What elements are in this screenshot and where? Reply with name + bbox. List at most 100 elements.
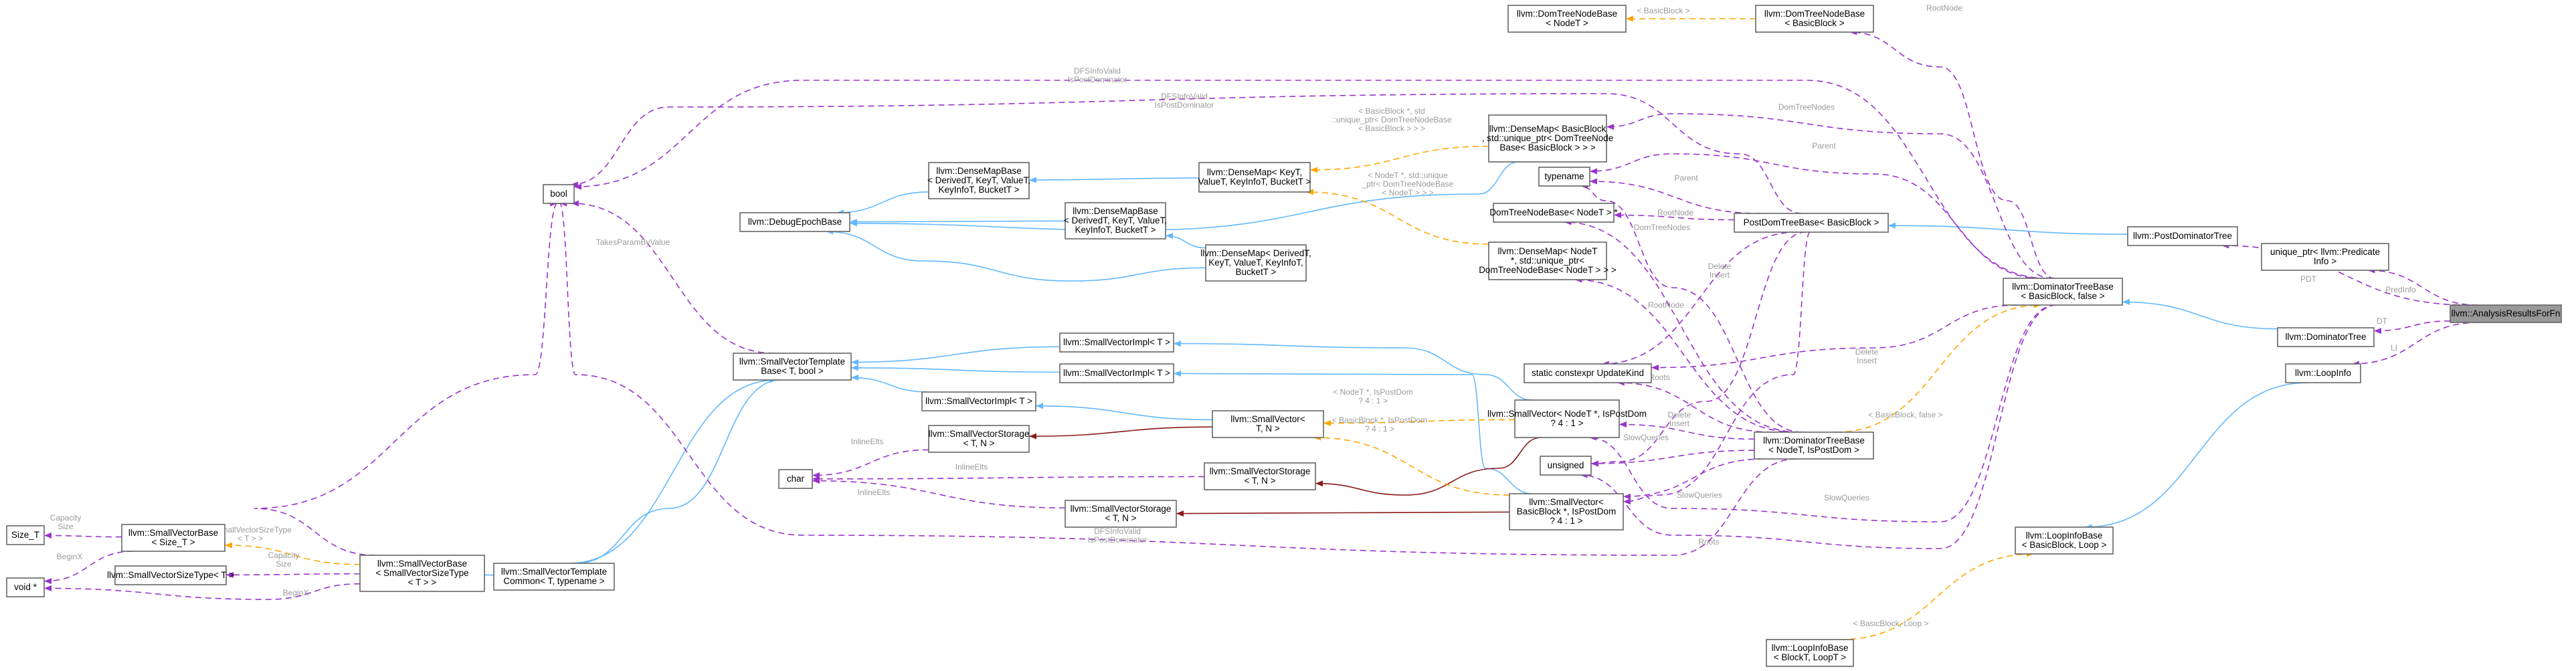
class-node-char[interactable]: char — [778, 469, 813, 489]
edge-label-dt: DT — [2377, 316, 2388, 326]
class-node-bool[interactable]: bool — [543, 184, 575, 204]
edge-label-beginx2: BeginX — [283, 588, 309, 597]
edge-svT-to-svTN — [1323, 419, 1515, 427]
node-box — [543, 184, 575, 204]
class-node-dm1[interactable]: llvm::DenseMap< KeyT,ValueT, KeyInfoT, B… — [1198, 162, 1311, 193]
node-label: llvm::SmallVector<BasicBlock *, IsPostDo… — [1517, 497, 1617, 526]
node-label: bool — [550, 189, 567, 199]
class-node-loopInfoBase[interactable]: llvm::LoopInfoBase< BlockT, LoopT > — [1766, 639, 1854, 667]
edge-label-bbuniq: < BasicBlock *, std::unique_ptr< DomTree… — [1331, 106, 1452, 133]
class-node-sizeT[interactable]: Size_T — [6, 525, 45, 545]
class-node-dmBB[interactable]: llvm::DenseMap< BasicBlock, std::unique_… — [1482, 114, 1613, 163]
class-node-unsigned[interactable]: unsigned — [1540, 456, 1592, 476]
node-label: llvm::DenseMap< BasicBlock, std::unique_… — [1482, 124, 1613, 153]
node-box — [6, 525, 45, 545]
class-node-svBase[interactable]: llvm::SmallVectorBase< Size_T > — [121, 524, 225, 552]
class-node-svImpl2[interactable]: llvm::SmallVectorImpl< T > — [1059, 363, 1174, 383]
node-box — [1198, 162, 1311, 193]
edge-svStorage3-to-char — [812, 478, 1066, 508]
class-node-domTreeBaseBB[interactable]: llvm::DominatorTreeBase< BasicBlock, fal… — [2003, 278, 2123, 306]
class-node-typename[interactable]: typename — [1538, 167, 1590, 187]
node-box — [921, 391, 1036, 411]
class-node-dmb1[interactable]: llvm::DenseMapBase< DerivedT, KeyT, Valu… — [927, 162, 1030, 199]
edge-postDomTreeBase-to-unsigned — [1590, 231, 1806, 467]
edge-dmBB-to-dm1 — [1309, 145, 1489, 173]
class-node-svBB[interactable]: llvm::SmallVector<BasicBlock *, IsPostDo… — [1509, 493, 1624, 531]
edge-label-predInfo: PredInfo — [2385, 285, 2416, 294]
class-node-postDomTree[interactable]: llvm::PostDominatorTree — [2127, 226, 2238, 246]
node-label: llvm::SmallVectorImpl< T > — [1063, 368, 1170, 378]
class-node-svImpl3[interactable]: llvm::SmallVectorImpl< T > — [921, 391, 1036, 411]
class-node-domTree[interactable]: llvm::DominatorTree — [2277, 327, 2375, 347]
class-node-svSizeType[interactable]: llvm::SmallVectorSizeType< T > — [107, 565, 234, 585]
node-label: char — [787, 474, 805, 484]
edge-label-rootnode3: RootNode — [1648, 300, 1684, 310]
edge-svBB-to-svStorage3 — [1176, 510, 1510, 517]
node-box — [2015, 526, 2114, 555]
class-node-domNodeBaseNodeT[interactable]: llvm::DomTreeNodeBase< NodeT > — [1507, 5, 1627, 33]
class-node-svStorage1[interactable]: llvm::SmallVectorStorage< T, N > — [928, 425, 1030, 453]
node-label: llvm::DominatorTree — [2285, 332, 2366, 342]
class-node-svStorage3[interactable]: llvm::SmallVectorStorage< T, N > — [1065, 500, 1177, 528]
node-label: llvm::SmallVectorStorage< T, N > — [1210, 466, 1311, 486]
class-node-dm2[interactable]: llvm::DenseMap< DerivedT,KeyT, ValueT, K… — [1200, 244, 1311, 282]
node-box — [1766, 639, 1854, 667]
node-box — [739, 212, 850, 232]
edge-label-domtreenodes2: DomTreeNodes — [1634, 223, 1690, 232]
node-label: typename — [1544, 171, 1584, 181]
class-node-dmNodeT[interactable]: llvm::DenseMap< NodeT*, std::unique_ptr<… — [1479, 242, 1617, 280]
edge-label-slowqueries2: SlowQueries — [1677, 490, 1722, 500]
class-node-svImpl1[interactable]: llvm::SmallVectorImpl< T > — [1059, 332, 1174, 353]
node-label: llvm::SmallVectorBase< SmallVectorSizeTy… — [375, 559, 468, 587]
class-node-updateKind[interactable]: static constexpr UpdateKind — [1524, 363, 1652, 383]
node-box — [1514, 399, 1620, 438]
edge-label-parent: Parent — [1812, 141, 1836, 151]
node-label: llvm::DominatorTreeBase< NodeT, IsPostDo… — [1763, 436, 1865, 455]
node-box — [1540, 456, 1592, 476]
edge-svBB-to-svImpl2 — [1173, 370, 1533, 494]
edge-label-rootnode: RootNode — [1926, 3, 1962, 13]
class-node-svBaseSizeT[interactable]: llvm::SmallVectorBase< SmallVectorSizeTy… — [359, 555, 485, 592]
node-box — [6, 577, 45, 597]
edge-root-to-domTree — [2373, 320, 2451, 334]
class-node-domTreeBaseT[interactable]: llvm::DominatorTreeBase< NodeT, IsPostDo… — [1754, 432, 1874, 460]
class-node-postDomTreeBase[interactable]: PostDomTreeBase< BasicBlock > — [1734, 213, 1889, 233]
node-box — [1212, 410, 1324, 438]
node-label: llvm::PostDominatorTree — [2133, 231, 2232, 241]
node-box — [493, 563, 615, 591]
edge-label-nodetptr: < NodeT *, IsPostDom? 4 : 1 > — [1333, 387, 1413, 405]
class-node-root[interactable]: llvm::AnalysisResultsForFn — [2450, 304, 2562, 323]
class-node-loopInfo[interactable]: llvm::LoopInfo — [2285, 363, 2361, 383]
class-node-dmb2[interactable]: llvm::DenseMapBase< DerivedT, KeyT, Valu… — [1064, 202, 1167, 239]
node-label: llvm::AnalysisResultsForFn — [2452, 308, 2561, 318]
edge-label-takesparam: TakesParamByValue — [596, 237, 670, 247]
class-node-svTN[interactable]: llvm::SmallVector<T, N > — [1212, 410, 1324, 438]
class-node-voidPtr[interactable]: void * — [6, 577, 45, 597]
node-label: llvm::DenseMap< NodeT*, std::unique_ptr<… — [1479, 246, 1617, 275]
edge-domTreeBaseBB-to-typename — [1589, 153, 2041, 279]
class-node-domTreeNodeBasePtr[interactable]: DomTreeNodeBase< NodeT > * — [1489, 203, 1618, 223]
class-node-domNodeBaseBB[interactable]: llvm::DomTreeNodeBase< BasicBlock > — [1755, 5, 1874, 33]
node-box — [1059, 332, 1174, 353]
node-label: llvm::DenseMap< KeyT,ValueT, KeyInfoT, B… — [1198, 167, 1311, 187]
edge-svBaseSizeT-to-svSizeType — [225, 571, 361, 578]
class-node-debugEpoch[interactable]: llvm::DebugEpochBase — [739, 212, 850, 232]
node-box — [1509, 493, 1624, 531]
edge-postDomTreeBase-to-domTreeNodeBasePtr — [1613, 212, 1735, 221]
edge-dm2-to-dmb2 — [1165, 233, 1206, 249]
class-node-svStorage2[interactable]: llvm::SmallVectorStorage< T, N > — [1204, 462, 1316, 490]
class-node-svT[interactable]: llvm::SmallVector< NodeT *, IsPostDom? 4… — [1487, 399, 1647, 438]
node-box — [1065, 202, 1166, 239]
class-node-loopInfoBaseBB[interactable]: llvm::LoopInfoBase< BasicBlock, Loop > — [2015, 526, 2114, 555]
edge-label-domtreenodes: DomTreeNodes — [1778, 102, 1835, 112]
node-label: llvm::DenseMapBase< DerivedT, KeyT, Valu… — [927, 166, 1030, 195]
